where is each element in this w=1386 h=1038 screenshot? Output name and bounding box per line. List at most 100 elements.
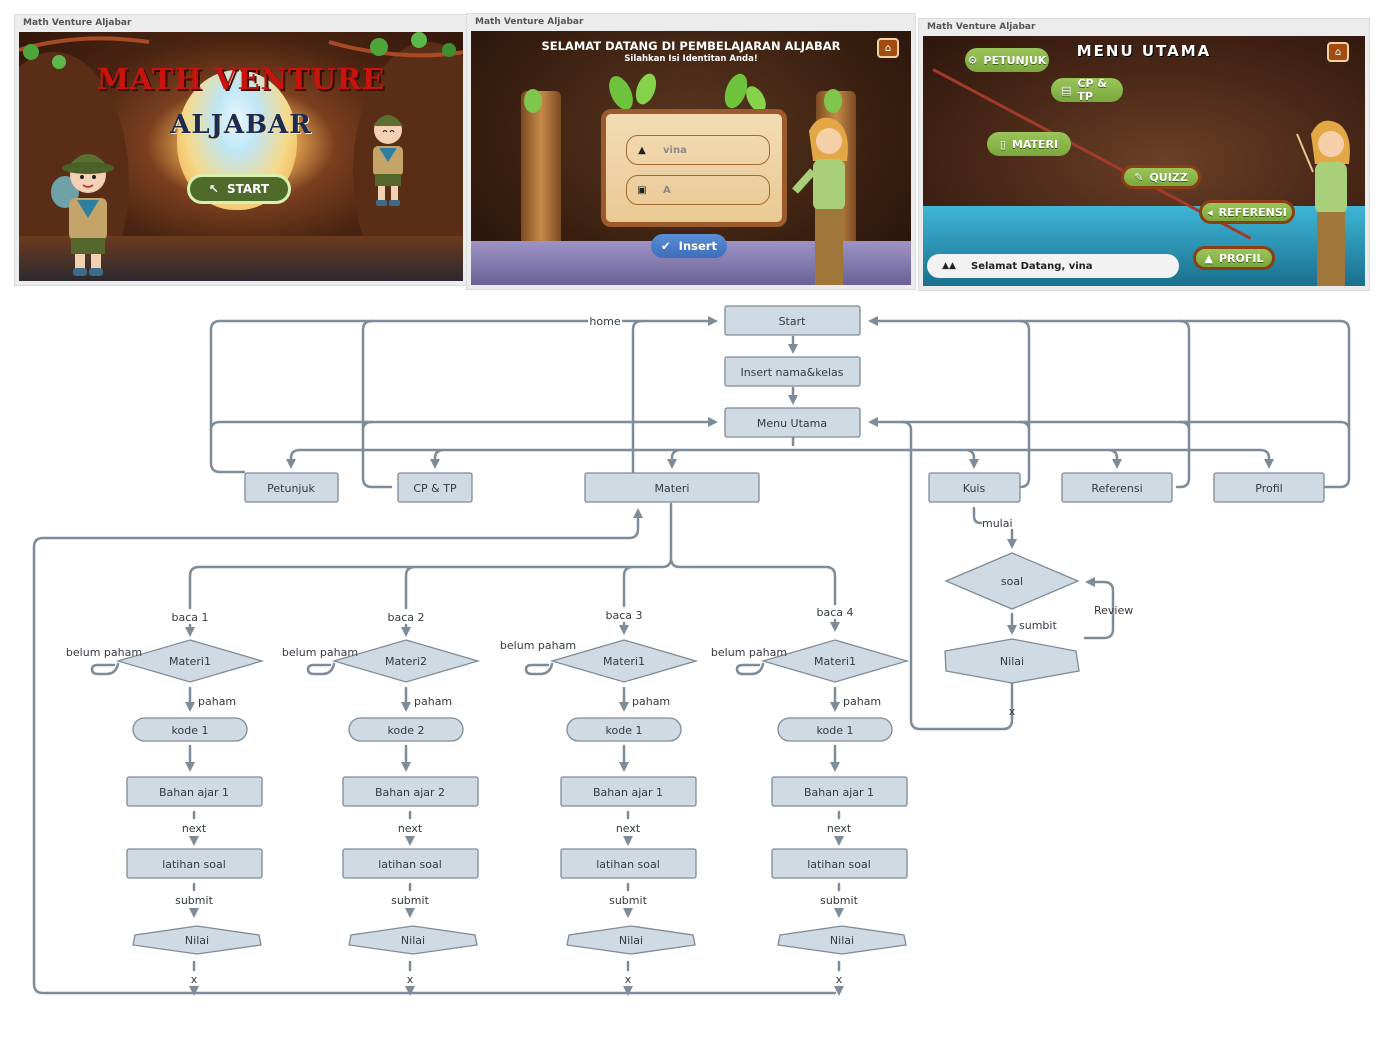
node-quiz-nilai: Nilai [944, 638, 1080, 684]
svg-text:Menu Utama: Menu Utama [757, 417, 827, 430]
node-petunjuk: Petunjuk [244, 472, 339, 503]
menu-title: MENU UTAMA [1076, 42, 1212, 60]
wooden-post-left [521, 91, 561, 251]
node-nilai: Nilai [566, 925, 696, 955]
node-kode: kode 2 [348, 717, 464, 742]
label-x: x [836, 973, 843, 986]
svg-text:Insert nama&kelas: Insert nama&kelas [740, 366, 843, 379]
edge-review [1083, 577, 1115, 640]
svg-text:Referensi: Referensi [1091, 482, 1142, 495]
node-latihan-soal: latihan soal [771, 848, 908, 879]
cursor-icon: ↖ [208, 182, 219, 196]
home-button[interactable]: ⌂ [877, 38, 899, 58]
edge-return-materi [32, 508, 837, 995]
book-icon: ▯ [999, 137, 1006, 151]
svg-text:Bahan ajar 2: Bahan ajar 2 [375, 786, 445, 799]
menu-label: PROFIL [1218, 251, 1264, 265]
label-x: x [191, 973, 198, 986]
svg-text:soal: soal [1001, 575, 1023, 588]
class-value: A [663, 184, 671, 196]
svg-text:CP & TP: CP & TP [413, 482, 457, 495]
label-baca: baca 3 [605, 609, 642, 622]
label-belum-paham: belum paham [711, 646, 787, 659]
window-title: Math Venture Aljabar [927, 22, 1036, 32]
label-x: x [625, 973, 632, 986]
node-kode: kode 1 [566, 717, 682, 742]
start-button[interactable]: ↖ START [187, 174, 291, 204]
identity-scene: SELAMAT DATANG DI PEMBELAJARAN ALJABAR S… [471, 31, 911, 285]
node-bahan-ajar: Bahan ajar 1 [771, 776, 908, 807]
menu-button-profil[interactable]: ▲PROFIL [1193, 246, 1275, 270]
svg-text:Bahan ajar 1: Bahan ajar 1 [159, 786, 229, 799]
node-cp-tp: CP & TP [397, 472, 473, 503]
svg-text:Nilai: Nilai [185, 934, 209, 947]
pencil-icon: ✎ [1134, 170, 1144, 184]
node-latihan-soal: latihan soal [560, 848, 697, 879]
megaphone-icon: ◂ [1207, 205, 1213, 219]
node-start: Start [724, 305, 861, 336]
svg-text:home: home [589, 315, 620, 328]
label-paham: paham [843, 695, 881, 708]
insert-button[interactable]: ✔ Insert [651, 234, 727, 258]
clipboard-icon: ▤ [1061, 83, 1072, 97]
menu-button-petunjuk[interactable]: ⚙ PETUNJUK [965, 48, 1049, 72]
svg-text:Nilai: Nilai [619, 934, 643, 947]
label-paham: paham [632, 695, 670, 708]
svg-text:kode 1: kode 1 [172, 724, 209, 737]
name-field[interactable]: ▲ vina [626, 135, 770, 165]
scout-girl-illustration [373, 115, 403, 206]
node-nilai: Nilai [777, 925, 907, 955]
svg-text:latihan soal: latihan soal [807, 858, 871, 871]
node-materi-decision: Materi1 [115, 639, 265, 683]
home-icon: ⌂ [884, 42, 892, 54]
edge-kuis-mulai [972, 506, 983, 525]
edge-self-loop [306, 662, 336, 676]
menu-button-referensi[interactable]: ◂ REFERENSI [1199, 200, 1295, 224]
home-icon: ⌂ [1334, 46, 1342, 58]
label-paham: paham [414, 695, 452, 708]
gear-icon: ⚙ [967, 53, 978, 67]
label-paham: paham [198, 695, 236, 708]
menu-label: REFERENSI [1218, 205, 1287, 219]
svg-text:latihan soal: latihan soal [378, 858, 442, 871]
edge-self-loop [90, 662, 120, 676]
label-next: next [616, 822, 641, 835]
menu-button-quizz[interactable]: ✎ QUIZZ [1121, 165, 1201, 189]
user-icon: ▲ [638, 144, 646, 156]
svg-text:Petunjuk: Petunjuk [267, 482, 315, 495]
insert-label: Insert [678, 239, 717, 253]
menu-scene: MENU UTAMA ⌂ ⚙PETUNJUK ▤CP & TP ▯MATERI … [923, 36, 1365, 286]
label-next: next [398, 822, 423, 835]
label-home: home [588, 313, 622, 328]
label-x: x [407, 973, 414, 986]
svg-text:kode 1: kode 1 [606, 724, 643, 737]
screenshot-main-menu: Math Venture Aljabar MENU UTAMA ⌂ ⚙ PETUN… [918, 18, 1370, 291]
label-review: Review [1094, 604, 1133, 617]
label-submit: submit [820, 894, 858, 907]
menu-label: PETUNJUK [983, 53, 1047, 67]
check-circle-icon: ✔ [661, 239, 671, 253]
home-button[interactable]: ⌂ [1327, 42, 1349, 62]
label-submit: submit [391, 894, 429, 907]
jungle-vines [19, 32, 463, 69]
node-latihan-soal: latihan soal [342, 848, 479, 879]
svg-text:Bahan ajar 1: Bahan ajar 1 [593, 786, 663, 799]
teacher-illustration [1296, 120, 1350, 286]
node-materi-decision: Materi1 [549, 639, 699, 683]
label-belum-paham: belum paham [66, 646, 142, 659]
teacher-illustration [792, 117, 848, 285]
menu-button-cp-tp[interactable]: ▤CP & TP [1051, 77, 1123, 103]
label-belum-paham: belum paham [500, 639, 576, 652]
menu-label: QUIZZ [1149, 170, 1188, 184]
start-scene: MATH VENTURE ALJABAR ↖ START [19, 32, 463, 281]
menu-button-materi[interactable]: ▯MATERI [987, 132, 1071, 156]
node-materi-decision: Materi2 [331, 639, 481, 683]
svg-text:latihan soal: latihan soal [596, 858, 660, 871]
edge-return-menu-left [209, 417, 718, 432]
node-bahan-ajar: Bahan ajar 1 [560, 776, 697, 807]
class-field[interactable]: ▣ A [626, 175, 770, 205]
